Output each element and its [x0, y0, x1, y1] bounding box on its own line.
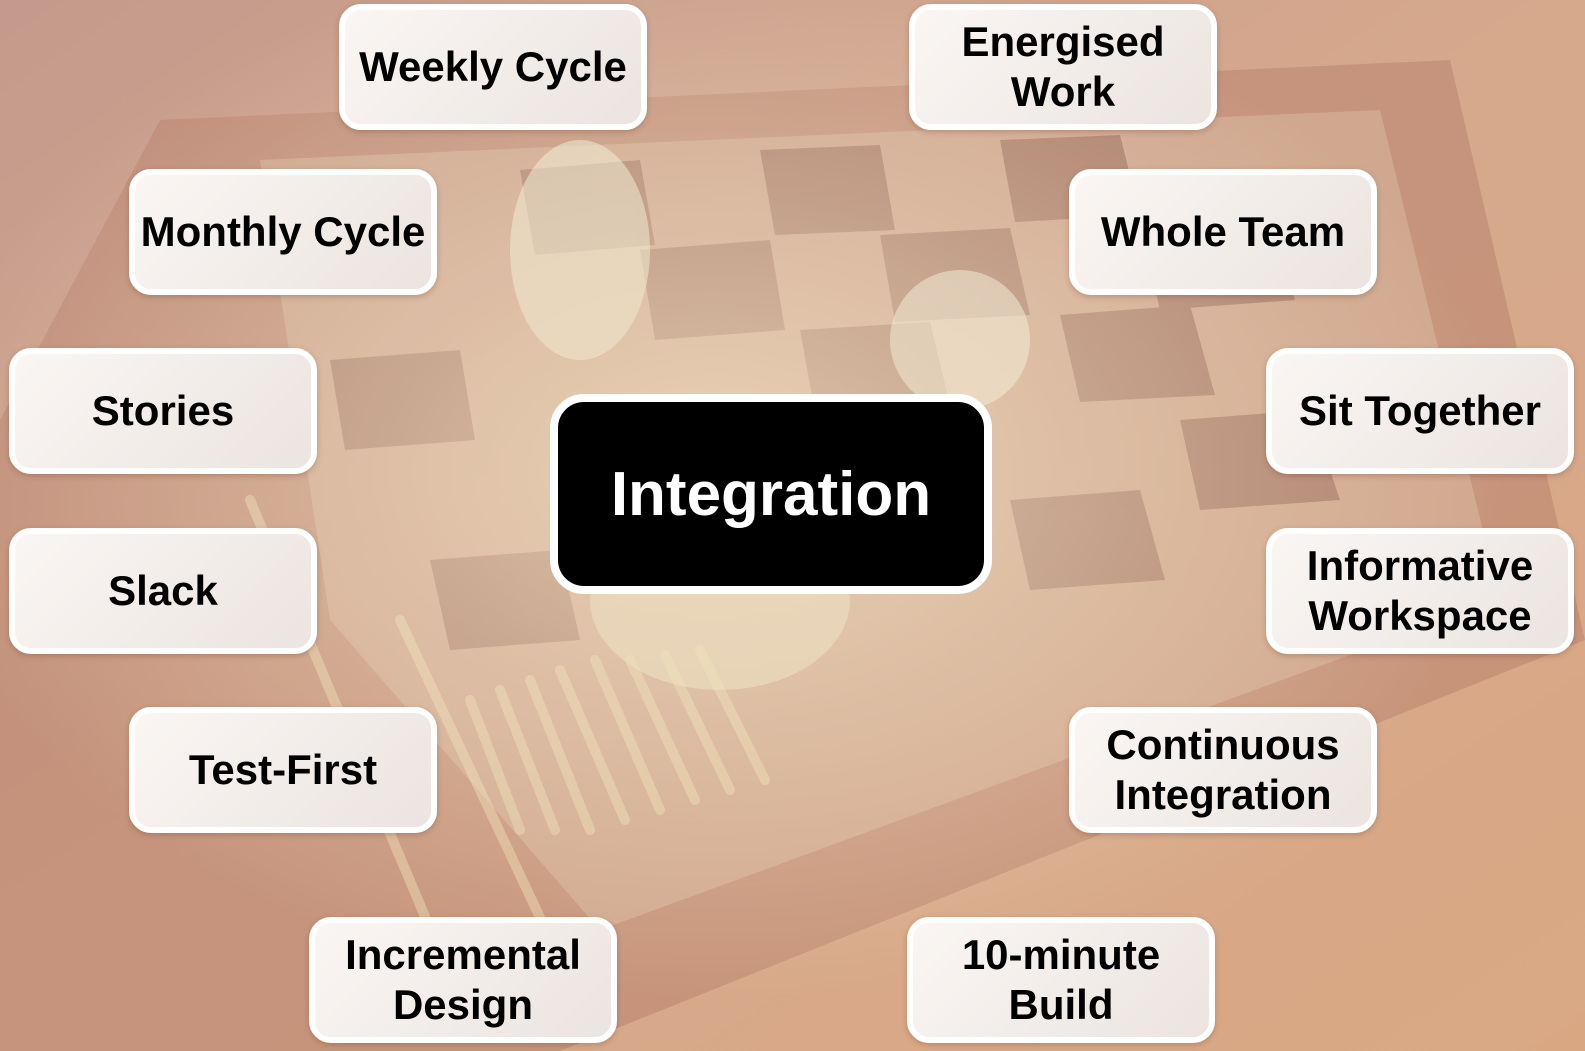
practice-label: Whole Team	[1100, 208, 1346, 255]
center-topic-node: Integration	[550, 394, 992, 594]
practice-continuous-integration: Continuous Integration	[1069, 707, 1377, 833]
practice-label: Energised Work	[961, 18, 1165, 115]
practice-informative-workspace: Informative Workspace	[1266, 528, 1574, 654]
practice-whole-team: Whole Team	[1069, 169, 1377, 295]
practice-label: Informative Workspace	[1306, 542, 1534, 639]
practice-slack: Slack	[9, 528, 317, 654]
practice-label: Weekly Cycle	[359, 43, 627, 90]
practice-label: Slack	[108, 567, 218, 614]
practice-weekly-cycle: Weekly Cycle	[339, 4, 647, 130]
center-topic-label: Integration	[610, 459, 932, 529]
practice-label: Monthly Cycle	[140, 208, 426, 255]
practice-energised-work: Energised Work	[909, 4, 1217, 130]
practice-label: Stories	[91, 387, 235, 434]
practice-10-minute-build: 10-minute Build	[907, 917, 1215, 1043]
practice-stories: Stories	[9, 348, 317, 474]
practice-sit-together: Sit Together	[1266, 348, 1574, 474]
practice-incremental-design: Incremental Design	[309, 917, 617, 1043]
practice-test-first: Test-First	[129, 707, 437, 833]
practice-label: Continuous Integration	[1106, 721, 1340, 818]
practice-monthly-cycle: Monthly Cycle	[129, 169, 437, 295]
practice-label: 10-minute Build	[961, 931, 1161, 1028]
practice-label: Sit Together	[1299, 387, 1541, 434]
practice-label: Incremental Design	[345, 931, 581, 1028]
practice-label: Test-First	[188, 746, 378, 793]
